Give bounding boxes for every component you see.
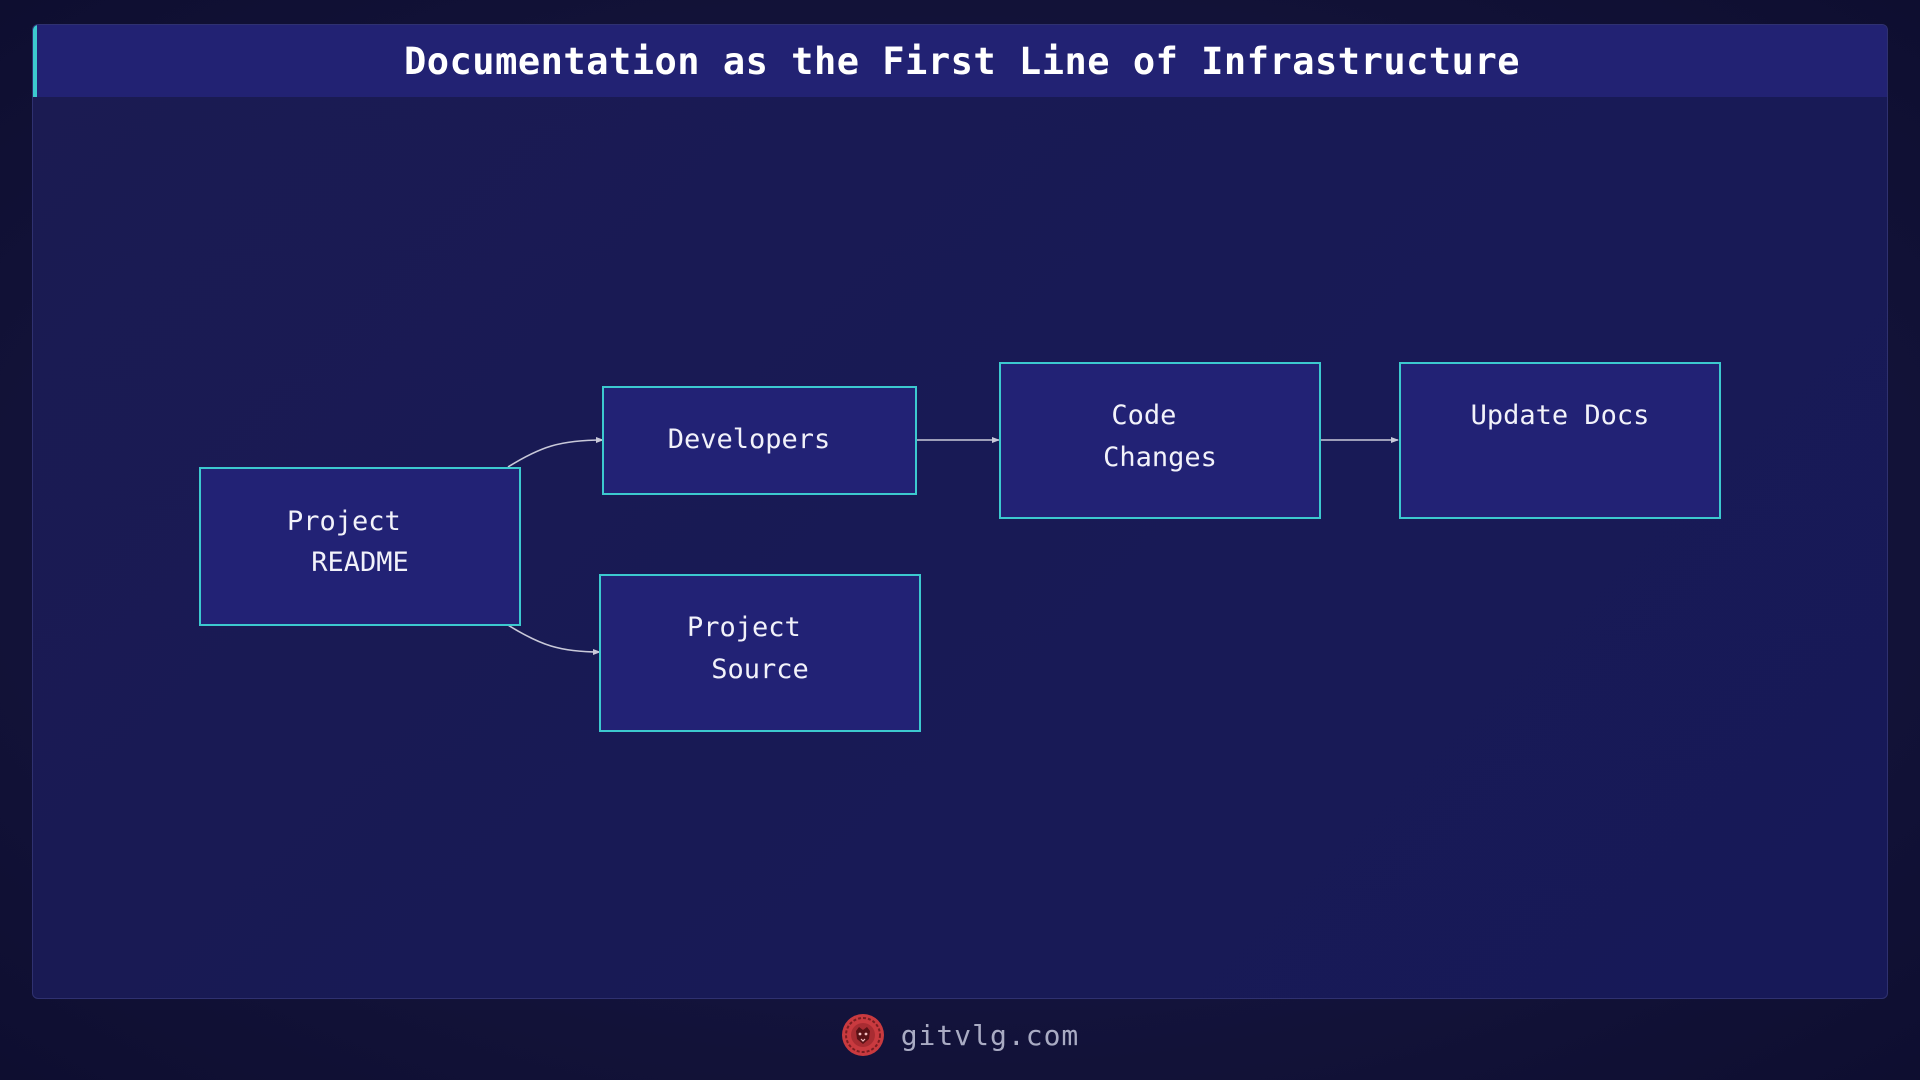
node-label: Project Source xyxy=(687,612,817,685)
node-project-source: Project Source xyxy=(599,574,921,732)
node-update-docs: Update Docs xyxy=(1399,362,1721,519)
footer: gitvlg.com xyxy=(0,1010,1920,1060)
edge-readme-to-source xyxy=(507,624,601,655)
title-bar: Documentation as the First Line of Infra… xyxy=(33,25,1887,97)
node-label: Project README xyxy=(287,506,417,578)
node-project-readme: Project README xyxy=(199,467,521,626)
node-label: Developers xyxy=(668,424,831,455)
node-label: Code Changes xyxy=(1103,400,1217,473)
lion-head-icon xyxy=(841,1014,884,1056)
node-label: Update Docs xyxy=(1471,400,1650,431)
page-title: Documentation as the First Line of Infra… xyxy=(403,39,1521,83)
node-code-changes: Code Changes xyxy=(999,362,1321,519)
footer-site-link[interactable]: gitvlg.com xyxy=(900,1018,1080,1052)
edge-readme-to-developers xyxy=(507,437,604,468)
node-developers: Developers xyxy=(602,386,917,495)
